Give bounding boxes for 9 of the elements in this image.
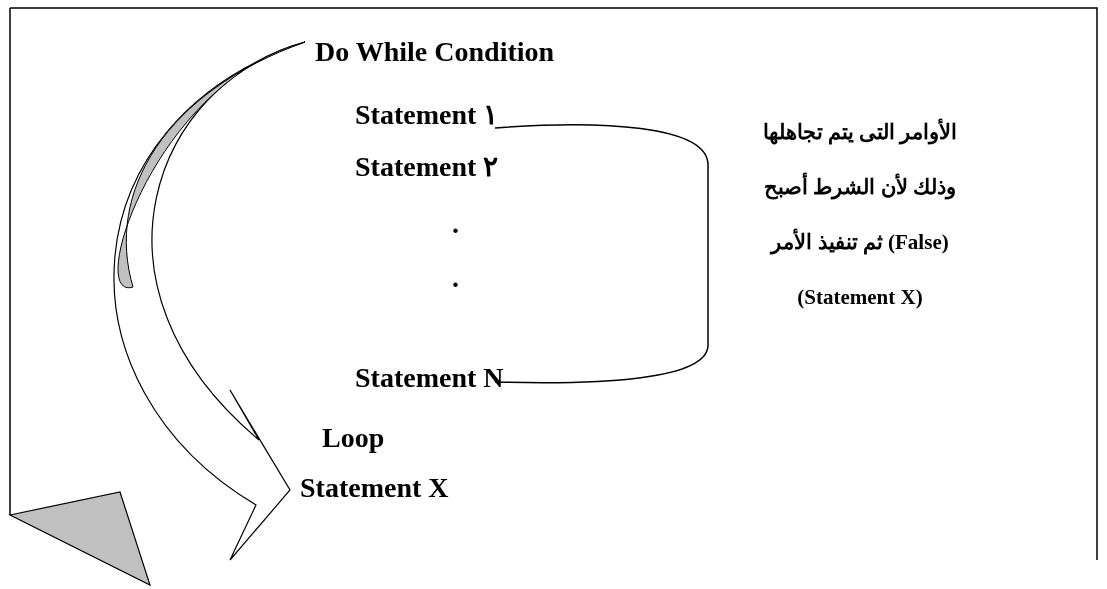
ellipsis-dot: . — [452, 208, 459, 240]
note-text: الأوامر التى يتم تجاهلها وذلك لأن الشرط أصبح (False) ثم تنفيذ الأمر (Statement X) — [761, 117, 959, 311]
code-line: Do While Condition — [315, 36, 555, 68]
code-line: Statement ١ — [355, 98, 499, 131]
code-line: Statement ٢ — [355, 150, 499, 183]
code-line: Statement X — [300, 472, 449, 504]
code-line: Statement N — [355, 362, 504, 394]
code-line: Loop — [322, 422, 385, 454]
ellipsis-dot: . — [452, 262, 459, 294]
